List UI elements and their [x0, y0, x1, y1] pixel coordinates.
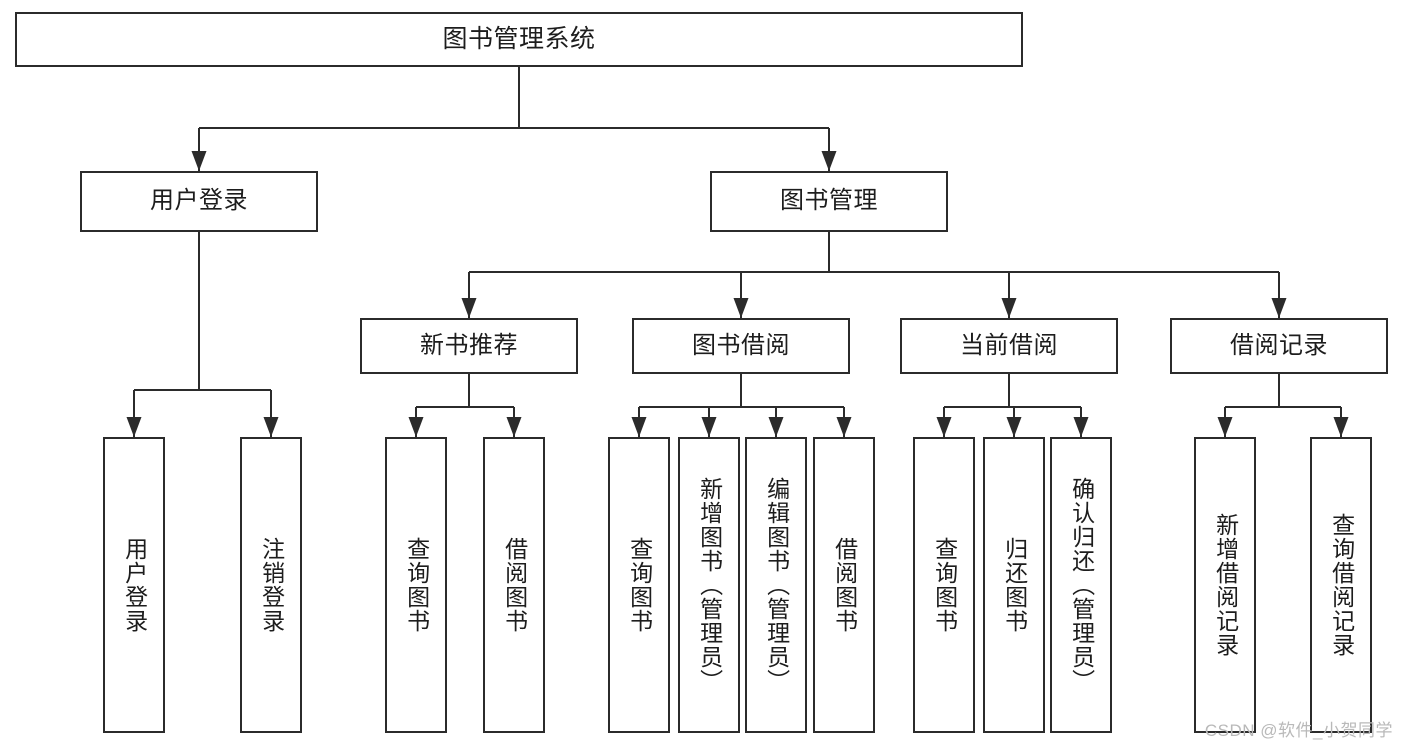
node-label: 用户登录 — [121, 537, 148, 633]
node-label: 新书推荐 — [420, 331, 518, 359]
node-leaf-add-book[interactable]: 新增图书（管理员） — [678, 437, 740, 733]
node-leaf-borrow-book-1[interactable]: 借阅图书 — [483, 437, 545, 733]
node-leaf-query-book-2[interactable]: 查询图书 — [608, 437, 670, 733]
node-label: 图书管理系统 — [442, 24, 596, 53]
node-leaf-borrow-book-2[interactable]: 借阅图书 — [813, 437, 875, 733]
node-label: 借阅图书 — [831, 537, 858, 633]
node-book-manage[interactable]: 图书管理 — [710, 171, 948, 232]
node-label: 查询图书 — [403, 537, 430, 633]
node-current-borrow[interactable]: 当前借阅 — [900, 318, 1118, 374]
node-leaf-add-record[interactable]: 新增借阅记录 — [1194, 437, 1256, 733]
node-leaf-user-login[interactable]: 用户登录 — [103, 437, 165, 733]
node-label: 图书借阅 — [692, 331, 790, 359]
node-label: 查询图书 — [931, 537, 958, 633]
node-leaf-edit-book[interactable]: 编辑图书（管理员） — [745, 437, 807, 733]
node-leaf-query-book-1[interactable]: 查询图书 — [385, 437, 447, 733]
node-label: 新增图书（管理员） — [696, 477, 723, 693]
node-label: 借阅记录 — [1230, 331, 1328, 359]
node-label: 新增借阅记录 — [1212, 513, 1239, 657]
node-leaf-user-logout[interactable]: 注销登录 — [240, 437, 302, 733]
node-label: 注销登录 — [258, 537, 285, 633]
node-leaf-query-record[interactable]: 查询借阅记录 — [1310, 437, 1372, 733]
node-book-borrow[interactable]: 图书借阅 — [632, 318, 850, 374]
node-label: 用户登录 — [150, 187, 248, 215]
node-root[interactable]: 图书管理系统 — [15, 12, 1023, 67]
node-label: 编辑图书（管理员） — [763, 477, 790, 693]
node-label: 确认归还（管理员） — [1068, 477, 1095, 693]
node-label: 当前借阅 — [960, 331, 1058, 359]
node-label: 查询图书 — [626, 537, 653, 633]
node-leaf-return-book[interactable]: 归还图书 — [983, 437, 1045, 733]
node-borrow-record[interactable]: 借阅记录 — [1170, 318, 1388, 374]
node-user-login[interactable]: 用户登录 — [80, 171, 318, 232]
node-new-book-rec[interactable]: 新书推荐 — [360, 318, 578, 374]
node-leaf-confirm-return[interactable]: 确认归还（管理员） — [1050, 437, 1112, 733]
node-label: 图书管理 — [780, 187, 878, 215]
connector-lines — [126, 67, 1349, 437]
node-label: 归还图书 — [1001, 537, 1028, 633]
node-leaf-query-book-3[interactable]: 查询图书 — [913, 437, 975, 733]
node-label: 借阅图书 — [501, 537, 528, 633]
node-label: 查询借阅记录 — [1328, 513, 1355, 657]
